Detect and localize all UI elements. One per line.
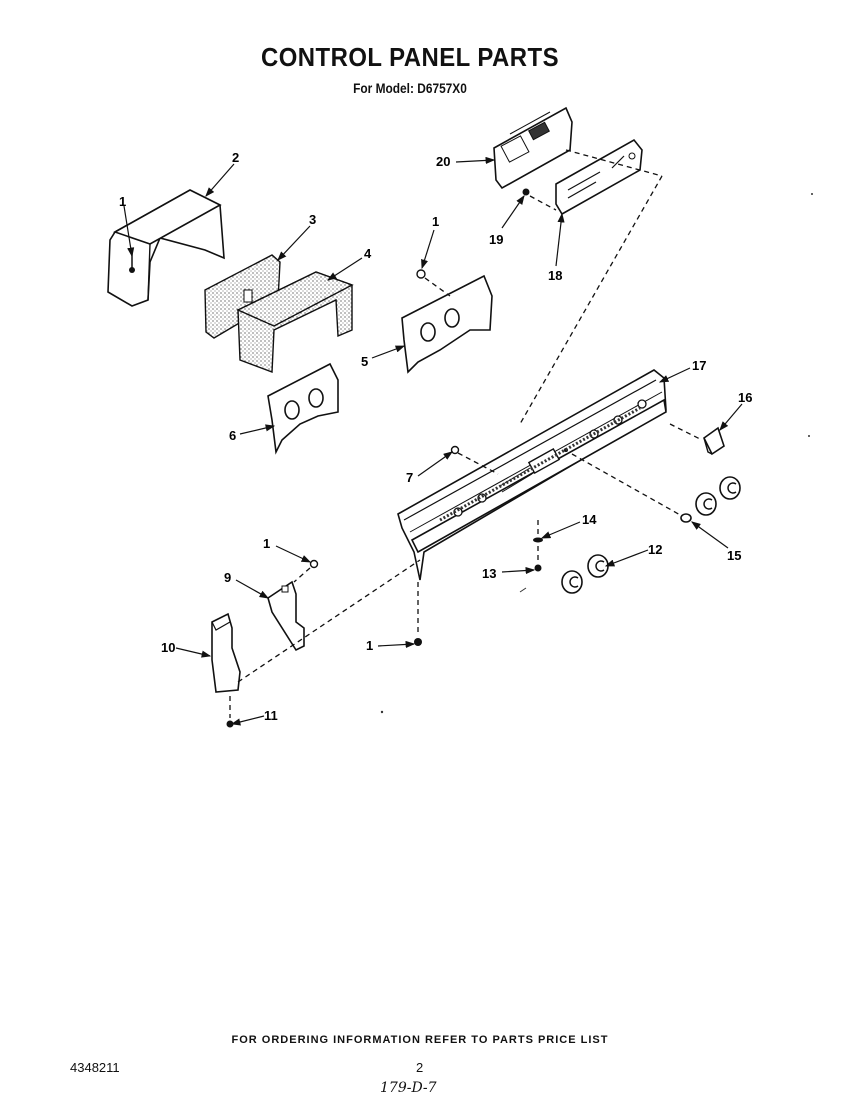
callout-13: 13 [482,566,496,581]
part-6-plate [267,362,339,455]
handwritten-note: 179-D-7 [380,1080,437,1096]
page-title: CONTROL PANEL PARTS [260,42,560,72]
part-knob-c [561,570,583,594]
part-5-plate [401,274,493,374]
part-9-bracket [267,559,319,652]
callout-17: 17 [692,358,706,373]
callout-1a: 1 [119,194,126,209]
callout-labels: 1 2 3 4 1 5 6 20 19 18 17 16 7 14 15 12 … [119,150,752,723]
callout-1d: 1 [263,536,270,551]
callout-15: 15 [727,548,741,563]
callout-10: 10 [161,640,175,655]
screw-part-1b [416,269,451,297]
callout-4: 4 [364,246,372,261]
model-subtitle: For Model: D6757X0 [353,80,467,96]
callout-5: 5 [361,354,368,369]
callout-19: 19 [489,232,503,247]
callout-7: 7 [406,470,413,485]
part-11-screw [226,696,234,728]
callout-9: 9 [224,570,231,585]
callout-1c: 1 [366,638,373,653]
callout-12: 12 [648,542,662,557]
screw-part-1c [414,582,422,646]
callout-leaders [123,156,743,726]
callout-16: 16 [738,390,752,405]
callout-3: 3 [309,212,316,227]
callout-11: 11 [264,708,278,723]
callout-18: 18 [548,268,562,283]
part-7-screw [450,445,499,475]
callout-2: 2 [232,150,239,165]
part-17-control-panel [397,369,667,581]
callout-1b: 1 [432,214,439,229]
assembly-line [519,175,663,425]
assembly-line [565,149,663,177]
page-number: 2 [416,1060,424,1075]
part-14-washer [533,520,543,543]
document-number: 4348211 [70,1060,120,1075]
part-15-clip [571,453,692,523]
part-knob-a [719,476,741,500]
part-19-screw [522,188,557,211]
callout-14: 14 [582,512,597,527]
part-10-side-bracket [211,559,421,693]
callout-20: 20 [436,154,450,169]
part-13-screw [534,546,542,572]
part-2-cover [107,189,225,307]
ordering-info-footer: FOR ORDERING INFORMATION REFER TO PARTS … [231,1034,609,1046]
scan-specks [380,193,813,714]
part-18-overlay [555,138,643,216]
part-12-knob [587,554,609,578]
callout-6: 6 [229,428,236,443]
part-20-control-board [493,106,573,190]
part-knob-b [695,492,717,516]
part-16-switch [669,423,725,456]
